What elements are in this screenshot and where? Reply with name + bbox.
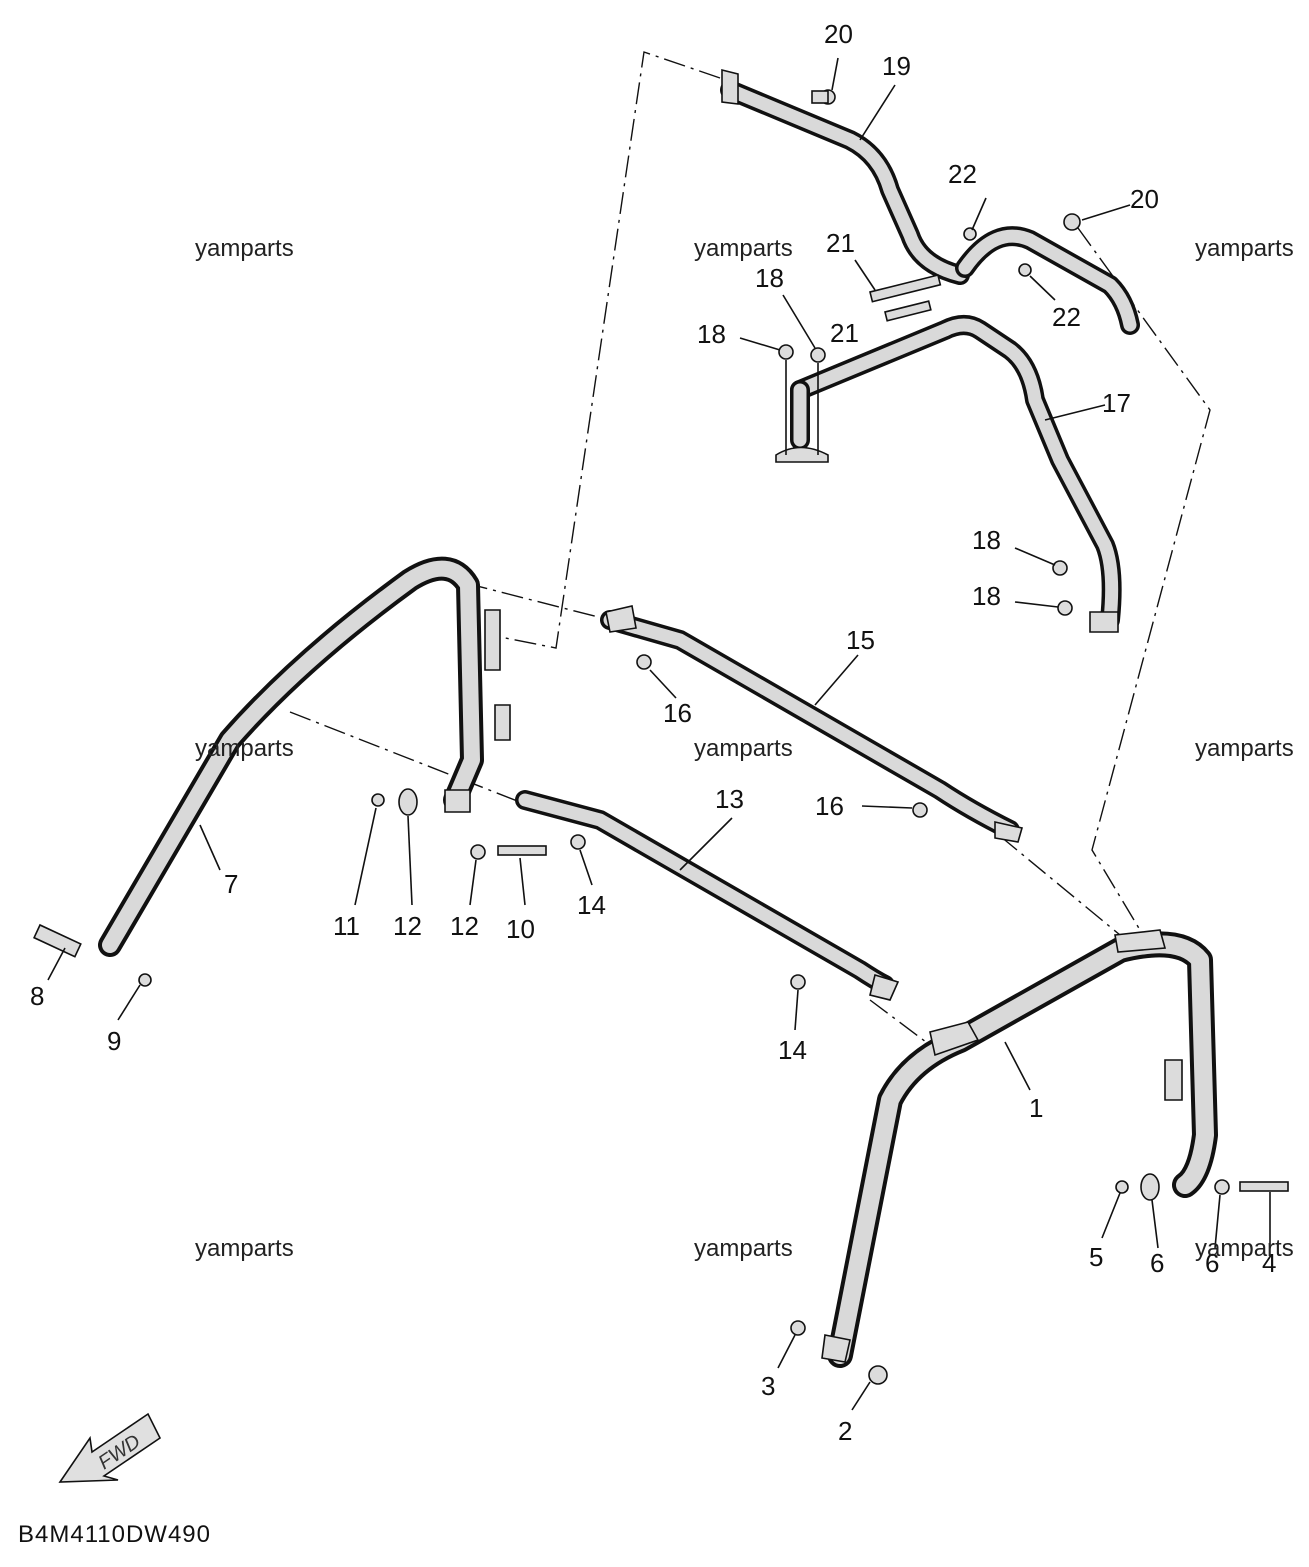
callout-21: 21 — [826, 228, 855, 258]
callout-17: 17 — [1102, 388, 1131, 418]
callout-7: 7 — [224, 869, 238, 899]
callout-15: 15 — [846, 625, 875, 655]
callout-22: 22 — [948, 159, 977, 189]
callout-14: 14 — [577, 890, 606, 920]
callout-labels: 20 19 22 20 21 18 21 22 18 17 18 18 15 1… — [30, 19, 1276, 1446]
watermark: yamparts — [195, 235, 294, 262]
callout-8: 8 — [30, 981, 44, 1011]
callout-18: 18 — [972, 525, 1001, 555]
watermark: yamparts — [1195, 235, 1294, 262]
callout-13: 13 — [715, 784, 744, 814]
callout-19: 19 — [882, 51, 911, 81]
callout-18: 18 — [972, 581, 1001, 611]
callout-18: 18 — [697, 319, 726, 349]
watermark: yamparts — [694, 735, 793, 762]
watermark: yamparts — [694, 1235, 793, 1262]
upper-cross-bar-part-15 — [600, 605, 1024, 843]
callout-2: 2 — [838, 1416, 852, 1446]
callout-16: 16 — [663, 698, 692, 728]
callout-22: 22 — [1052, 302, 1081, 332]
callout-1: 1 — [1029, 1093, 1043, 1123]
callout-6: 6 — [1150, 1248, 1164, 1278]
rear-cross-bar-part-17 — [775, 226, 1140, 633]
callout-5: 5 — [1089, 1242, 1103, 1272]
lower-cross-bar-part-13 — [515, 790, 900, 1001]
assembly-lines — [289, 51, 1211, 1046]
upper-rear-bar-part-19 — [720, 68, 970, 285]
watermark: yamparts — [195, 1235, 294, 1262]
watermark: yamparts — [1195, 735, 1294, 762]
callout-20: 20 — [1130, 184, 1159, 214]
callout-18: 18 — [755, 263, 784, 293]
callout-12: 12 — [450, 911, 479, 941]
callout-11: 11 — [333, 911, 360, 941]
callout-21: 21 — [830, 318, 859, 348]
rear-right-bar-part-1 — [821, 929, 1218, 1368]
fwd-arrow-icon: FWD — [58, 1412, 162, 1483]
callout-6: 6 — [1205, 1248, 1219, 1278]
callout-9: 9 — [107, 1026, 121, 1056]
watermark: yamparts — [1195, 1235, 1294, 1262]
callout-16: 16 — [815, 791, 844, 821]
callout-12: 12 — [393, 911, 422, 941]
callout-14: 14 — [778, 1035, 807, 1065]
leader-lines — [47, 57, 1271, 1411]
fasteners — [33, 89, 1289, 1385]
callout-3: 3 — [761, 1371, 775, 1401]
front-left-bar-part-7 — [98, 556, 511, 957]
watermark: yamparts — [195, 735, 294, 762]
diagram-code: B4M4110DW490 — [18, 1521, 211, 1548]
watermark: yamparts — [694, 235, 793, 262]
callout-4: 4 — [1262, 1248, 1276, 1278]
callout-10: 10 — [506, 914, 535, 944]
callout-20: 20 — [824, 19, 853, 49]
watermarks: yamparts yamparts yamparts yamparts yamp… — [195, 235, 1294, 1262]
